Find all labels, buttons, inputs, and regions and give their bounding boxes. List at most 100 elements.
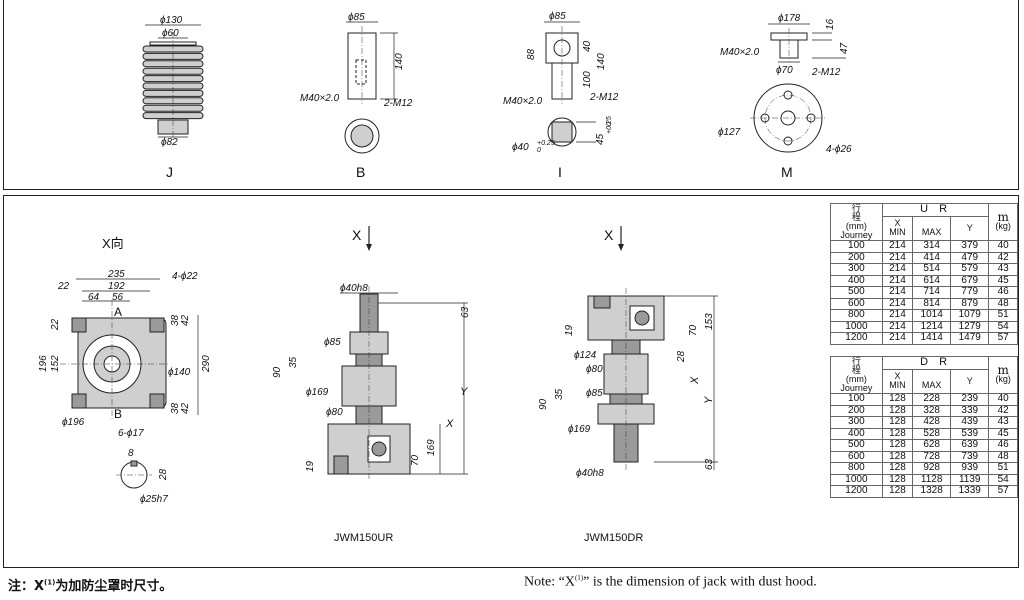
table-cell: 42: [988, 251, 1018, 264]
mass-header: m (kg): [988, 356, 1018, 394]
dim-front-5: 56: [112, 292, 124, 303]
dim-i-12: +0.25: [606, 116, 613, 134]
table-cell: 500: [830, 286, 883, 299]
table-cell: 128: [881, 473, 914, 486]
table-cell: 214: [881, 263, 914, 276]
table-cell: 1000: [830, 320, 883, 333]
dim-front-19: 6-ϕ17: [118, 428, 144, 439]
dim-front-8: B: [114, 407, 122, 421]
table-cell: 239: [950, 393, 990, 406]
dim-ur-9: X: [445, 418, 454, 430]
table-cell: 539: [950, 427, 990, 440]
dim-front-6: 4-ϕ22: [172, 271, 198, 282]
dim-dr-2: 19: [564, 324, 575, 336]
table-cell: 214: [881, 240, 914, 253]
dr-arrow-label: X: [604, 227, 614, 243]
max-header: MAX: [912, 368, 952, 395]
table-cell: 579: [950, 263, 990, 276]
dim-dr-1: 153: [704, 313, 715, 330]
view-label-m: M: [781, 164, 793, 180]
note-cn-prefix: 注：X: [8, 579, 45, 594]
table-cell: 214: [881, 297, 914, 310]
table-cell: 714: [912, 286, 952, 299]
table-cell: 45: [988, 427, 1018, 440]
note-chinese: 注：X(1)为加防尘罩时尺寸。: [8, 575, 172, 594]
table-cell: 128: [881, 485, 914, 498]
dim-dr-12: ϕ169: [568, 424, 591, 435]
stroke-header: 行 程 (mm) Journey: [830, 356, 883, 394]
model-label-ur: JWM150UR: [334, 532, 393, 544]
dim-front-4: 64: [88, 292, 100, 303]
dim-b-2: 140: [394, 53, 405, 70]
table-cell: 1414: [912, 332, 952, 345]
dim-dr-13: 63: [704, 458, 715, 470]
x-header: X MIN: [881, 215, 914, 242]
view-m: ϕ178 16 47 M40×2.0 ϕ70 2-M12 ϕ127 4-ϕ26 …: [718, 13, 852, 180]
bottom-panel-frame: [3, 195, 1019, 568]
table-cell: 379: [950, 240, 990, 253]
dim-i-6: M40×2.0: [503, 96, 543, 107]
dim-i-9: +0.25: [537, 140, 555, 147]
dim-front-9: 22: [50, 318, 61, 331]
max-header: MAX: [912, 215, 952, 242]
stroke-header: 行 程 (mm) Journey: [830, 203, 883, 241]
table-cell: 128: [881, 450, 914, 463]
spec-table-ur: 行 程 (mm) Journey U R m (kg) X MIN MAX Y …: [830, 203, 1018, 345]
dim-i-8: ϕ40: [512, 142, 529, 153]
note-en-prefix: Note: “X: [524, 574, 575, 590]
top-panel-frame: [3, 0, 1019, 190]
table-cell: 1000: [830, 473, 883, 486]
table-cell: 479: [950, 251, 990, 264]
table-cell: 1339: [950, 485, 990, 498]
dim-dr-6: ϕ80: [586, 364, 603, 375]
table-cell: 40: [988, 240, 1018, 253]
table-cell: 779: [950, 286, 990, 299]
dim-j-3: ϕ82: [161, 137, 178, 148]
table-cell: 300: [830, 416, 883, 429]
table-cell: 214: [881, 251, 914, 264]
dim-ur-1: ϕ40h8: [340, 283, 368, 294]
mass-symbol: m: [997, 363, 1009, 377]
table-cell: 214: [881, 286, 914, 299]
stroke-header-cn1: 行: [851, 203, 861, 213]
view-x-direction: X向 235 192 22 64 56 4-ϕ22 A B 22 38 42 3…: [38, 236, 212, 505]
table-cell: 42: [988, 404, 1018, 417]
dim-i-7: 2-M12: [589, 92, 619, 103]
table-cell: 739: [950, 450, 990, 463]
mass-unit: (kg): [995, 221, 1011, 231]
min-label: MIN: [889, 380, 906, 391]
spec-table-dr: 行 程 (mm) Journey D R m (kg) X MIN MAX Y …: [830, 356, 1018, 498]
table-cell: 1079: [950, 309, 990, 322]
table-cell: 328: [912, 404, 952, 417]
max-label: MAX: [921, 380, 942, 391]
mass-unit: (kg): [995, 374, 1011, 384]
dim-m-7: ϕ127: [718, 127, 741, 138]
dim-front-18: ϕ196: [62, 417, 85, 428]
dim-ur-12: 19: [305, 460, 316, 472]
table-cell: 639: [950, 439, 990, 452]
table-cell: 1214: [912, 320, 952, 333]
dim-dr-8: ϕ85: [586, 388, 603, 399]
table-cell: 1328: [912, 485, 952, 498]
dim-front-12: 38: [170, 402, 181, 414]
table-cell: 879: [950, 297, 990, 310]
dim-dr-9: 90: [538, 398, 549, 410]
bellows-body: [142, 32, 204, 142]
mass-header: m (kg): [988, 203, 1018, 241]
dim-ur-7: ϕ80: [326, 407, 343, 418]
table-cell: 128: [881, 462, 914, 475]
view-b: ϕ85 140 M40×2.0 2-M12 B: [300, 12, 413, 180]
table-cell: 400: [830, 274, 883, 287]
dim-front-21: 28: [158, 468, 169, 481]
note-cn-sup: (1): [44, 578, 56, 587]
table-cell: 45: [988, 274, 1018, 287]
ur-arrow-label: X: [352, 227, 362, 243]
table-cell: 439: [950, 416, 990, 429]
